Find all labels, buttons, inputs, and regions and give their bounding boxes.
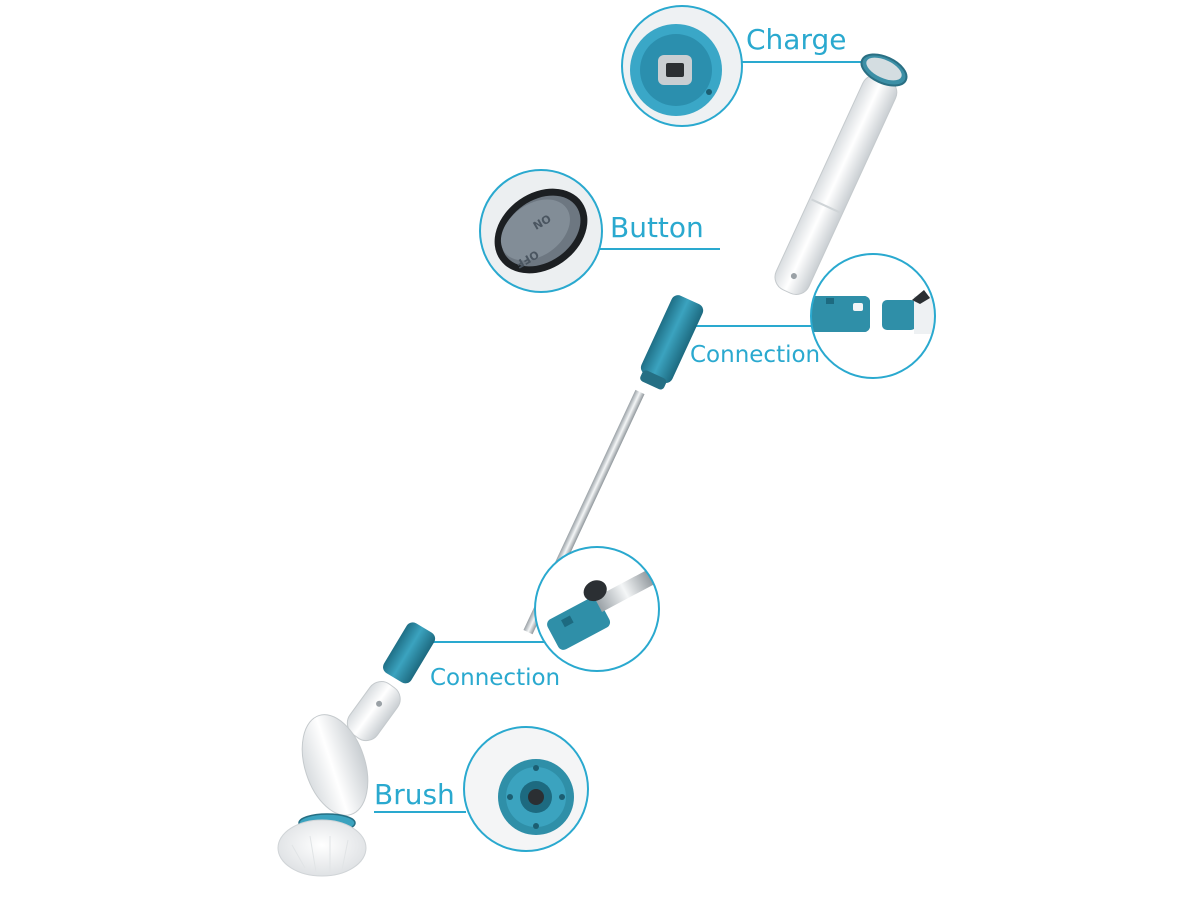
leader-lines — [374, 61, 862, 813]
connection-upper-detail — [810, 253, 936, 379]
connection-lower-label: Connection — [430, 665, 561, 691]
connection-upper-label: Connection — [690, 342, 821, 368]
button-detail: ON OFF — [479, 169, 603, 293]
charge-label: Charge — [746, 23, 847, 56]
spin-scrubber — [277, 53, 908, 877]
button-label: Button — [610, 211, 704, 244]
charge-detail — [621, 5, 743, 127]
brush-label: Brush — [374, 778, 455, 811]
connection-lower-detail — [534, 546, 660, 672]
brush-detail — [463, 726, 589, 852]
